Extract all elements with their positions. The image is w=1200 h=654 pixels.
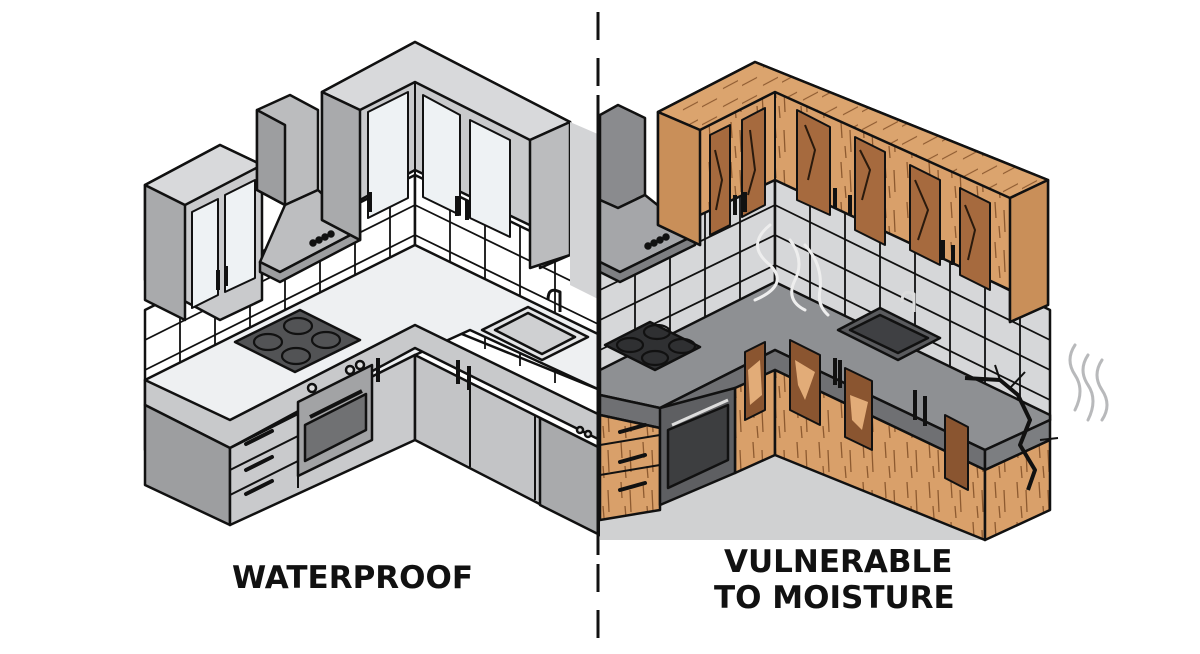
waterproof-kitchen: [143, 40, 602, 537]
vulnerable-label-line1: VULNERABLE: [724, 544, 953, 580]
moisture-damaged-kitchen: [598, 60, 1109, 542]
vulnerable-label-line2: TO MOISTURE: [714, 580, 955, 616]
cooktop: [233, 308, 362, 374]
vulnerable-to-moisture-label: VULNERABLE TO MOISTURE: [714, 544, 955, 616]
floor: [600, 435, 985, 540]
waterproof-label: WATERPROOF: [232, 560, 474, 596]
steam-icon: [1068, 343, 1109, 422]
